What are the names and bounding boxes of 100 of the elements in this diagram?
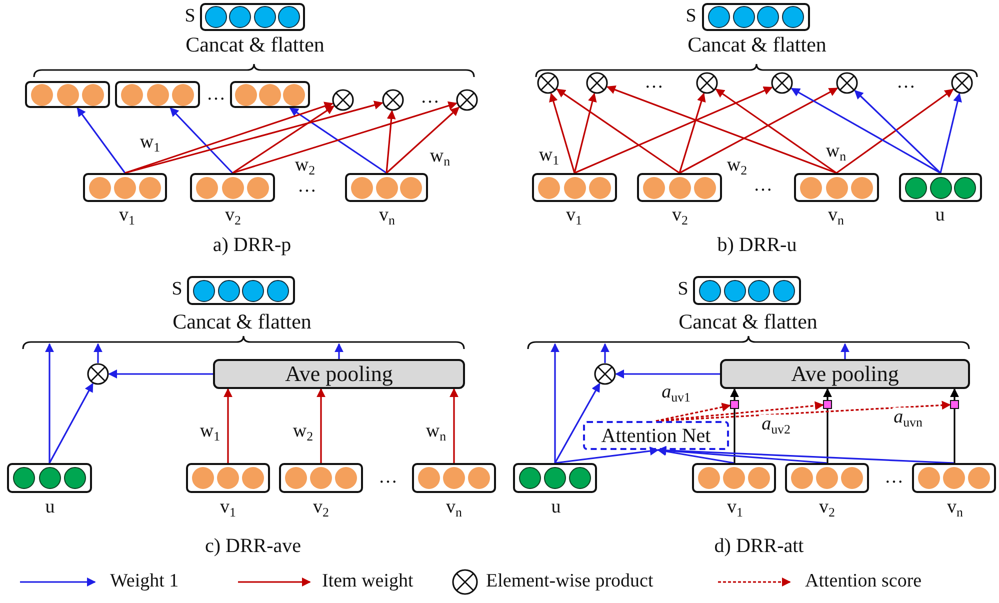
vector-label: u bbox=[45, 498, 55, 518]
score-square bbox=[823, 400, 832, 409]
attention-net-box: Attention Net bbox=[583, 421, 729, 450]
arrow bbox=[657, 446, 954, 464]
vector-label: v$_{n}$ bbox=[828, 206, 844, 226]
ellipsis: … bbox=[298, 176, 316, 198]
arrow bbox=[656, 400, 951, 422]
product-circle bbox=[696, 72, 718, 94]
arrow bbox=[124, 102, 334, 174]
layer-label: Cancat & flatten bbox=[172, 310, 312, 334]
product-circle bbox=[771, 72, 793, 94]
arrow bbox=[730, 388, 739, 400]
vector-label: S bbox=[172, 280, 182, 300]
vector-box bbox=[702, 3, 810, 31]
product-circle bbox=[951, 72, 973, 94]
vector-box bbox=[115, 81, 200, 108]
vector-label: u bbox=[551, 498, 561, 518]
arrow bbox=[556, 88, 680, 174]
vector-box bbox=[912, 463, 996, 493]
connector-line bbox=[734, 409, 736, 463]
score-square bbox=[950, 400, 959, 409]
connector-line bbox=[954, 409, 956, 463]
arrow bbox=[836, 88, 954, 174]
product-circle bbox=[537, 72, 559, 94]
arrow bbox=[386, 110, 396, 174]
vector-box bbox=[637, 173, 722, 202]
layer-label: Cancat & flatten bbox=[186, 33, 324, 57]
product-circle bbox=[382, 89, 404, 111]
vector-label: v$_{2}$ bbox=[819, 498, 835, 518]
vector-box bbox=[25, 81, 110, 108]
vector-label: v$_{1}$ bbox=[119, 206, 135, 226]
legend-label: Attention score bbox=[805, 572, 922, 592]
arrow bbox=[715, 88, 837, 174]
vector-label: v$_{n}$ bbox=[947, 498, 963, 518]
arrow bbox=[790, 88, 941, 174]
arrow bbox=[94, 343, 102, 363]
legend-label: Element-wise product bbox=[486, 572, 654, 592]
arrow bbox=[574, 92, 597, 174]
arrow bbox=[940, 92, 962, 174]
vector-box bbox=[190, 173, 275, 202]
arrow bbox=[606, 86, 837, 174]
legend-label: Weight 1 bbox=[110, 572, 179, 592]
vector-box bbox=[899, 173, 982, 202]
arrow bbox=[950, 388, 959, 400]
arrow bbox=[550, 343, 560, 463]
ellipsis: … bbox=[896, 72, 916, 94]
product-circle bbox=[456, 89, 478, 111]
arrow bbox=[549, 92, 576, 174]
arrow bbox=[108, 370, 213, 378]
arrow bbox=[657, 446, 828, 464]
arrow bbox=[232, 105, 335, 174]
panel-caption: a) DRR-p bbox=[212, 234, 292, 256]
arrow bbox=[386, 106, 460, 174]
panel-caption: c) DRR-ave bbox=[204, 535, 302, 557]
arrow bbox=[45, 343, 54, 463]
connector-line bbox=[826, 409, 828, 463]
vector-box bbox=[513, 463, 597, 493]
vector-box bbox=[279, 463, 363, 493]
arrow bbox=[657, 446, 734, 464]
vector-box bbox=[412, 463, 496, 493]
curly-brace bbox=[535, 63, 978, 77]
arrow bbox=[48, 382, 94, 464]
curly-brace bbox=[33, 63, 475, 77]
arrow bbox=[678, 92, 706, 174]
arrow bbox=[840, 343, 850, 359]
arrow bbox=[554, 382, 600, 464]
arrow bbox=[124, 100, 384, 174]
curly-brace bbox=[527, 335, 970, 349]
vector-label: v$_{1}$ bbox=[727, 498, 743, 518]
arrow bbox=[450, 388, 458, 463]
product-circle bbox=[594, 363, 616, 385]
vector-box bbox=[693, 276, 801, 305]
layer-label: Cancat & flatten bbox=[688, 33, 826, 57]
vector-label: S bbox=[686, 6, 696, 28]
pooling-box: Ave pooling bbox=[213, 359, 465, 389]
arrow bbox=[554, 446, 659, 464]
curly-brace bbox=[22, 335, 465, 349]
arrow bbox=[76, 107, 126, 174]
edge-label: a$_{uvn}$ bbox=[892, 408, 924, 428]
arrow bbox=[224, 388, 232, 463]
vector-label: v$_{2}$ bbox=[313, 498, 329, 518]
vector-box bbox=[83, 173, 167, 202]
ellipsis: … bbox=[644, 72, 664, 94]
arrow bbox=[316, 388, 326, 463]
vector-label: v$_{2}$ bbox=[672, 206, 688, 226]
edge-label: a$_{uv2}$ bbox=[760, 414, 792, 436]
legend-label: Item weight bbox=[322, 572, 414, 592]
ellipsis: … bbox=[206, 84, 226, 106]
arrow bbox=[823, 388, 832, 400]
ellipsis: … bbox=[754, 176, 772, 196]
arrow bbox=[600, 343, 610, 363]
arrow bbox=[854, 90, 942, 174]
vector-label: v$_{n}$ bbox=[379, 206, 395, 226]
vector-label: v$_{2}$ bbox=[225, 206, 241, 226]
vector-box bbox=[785, 463, 869, 493]
product-circle bbox=[586, 72, 608, 94]
arrow bbox=[289, 107, 387, 174]
ellipsis: … bbox=[420, 88, 440, 108]
ellipsis: … bbox=[378, 468, 398, 488]
vector-label: v$_{1}$ bbox=[220, 498, 236, 518]
